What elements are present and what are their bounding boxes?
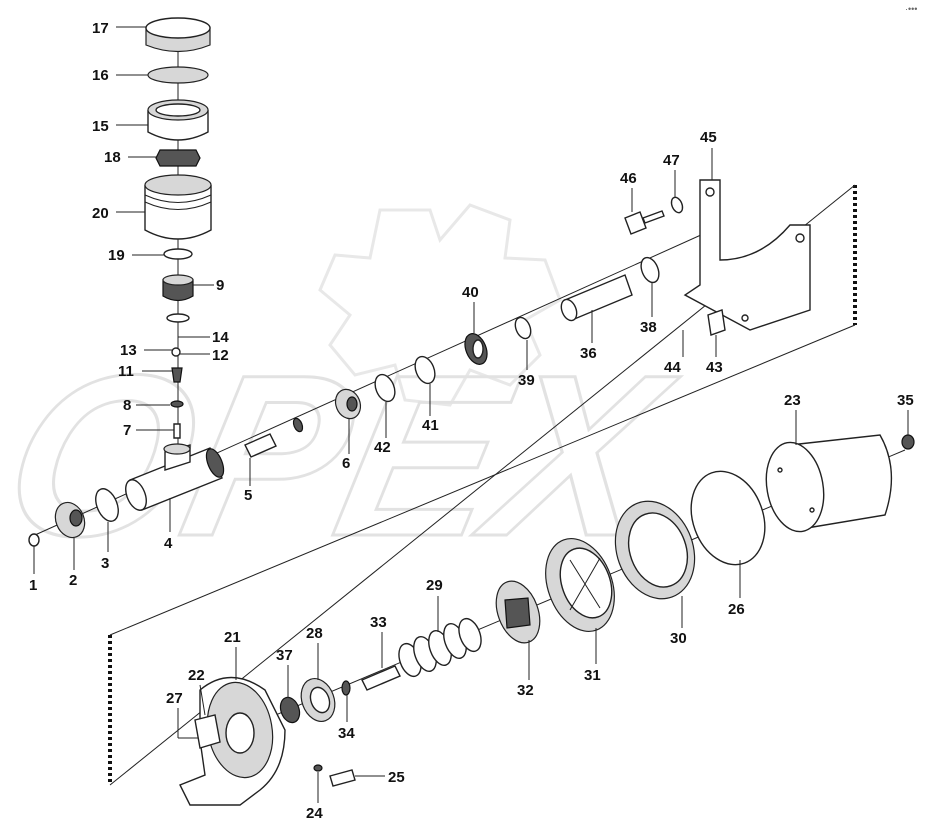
- part-2-cap: [54, 501, 86, 539]
- part-label-25: 25: [388, 769, 405, 786]
- part-25-screw: [329, 769, 356, 787]
- part-label-28: 28: [306, 625, 323, 642]
- part-label-36: 36: [580, 345, 597, 362]
- part-label-4: 4: [164, 535, 173, 552]
- part-32-impeller: [495, 580, 541, 644]
- part-42-ring: [374, 373, 396, 403]
- part-label-45: 45: [700, 129, 717, 146]
- part-label-22: 22: [188, 667, 205, 684]
- part-label-15: 15: [92, 118, 109, 135]
- part-label-26: 26: [728, 601, 745, 618]
- part-41-ring: [414, 355, 436, 385]
- part-34-clip: [341, 680, 351, 696]
- part-38-ring: [640, 256, 660, 284]
- part-45-bracket: [683, 179, 811, 331]
- part-label-24: 24: [306, 805, 323, 822]
- part-24-washer: [313, 764, 323, 772]
- part-label-27: 27: [166, 690, 183, 707]
- part-label-23: 23: [784, 392, 801, 409]
- part-23-cover: [765, 434, 893, 533]
- part-1-plug: [28, 533, 40, 547]
- part-20-filter: [144, 174, 212, 240]
- part-18-nut: [155, 149, 201, 167]
- part-17-cap: [145, 17, 211, 53]
- part-label-38: 38: [640, 319, 657, 336]
- part-8-washer: [170, 400, 184, 408]
- watermark-gear: [318, 203, 562, 407]
- part-label-47: 47: [663, 152, 680, 169]
- part-label-21: 21: [224, 629, 241, 646]
- part-label-32: 32: [517, 682, 534, 699]
- part-label-5: 5: [244, 487, 252, 504]
- part-9-fitting: [162, 274, 194, 302]
- part-label-17: 17: [92, 20, 109, 37]
- part-30-seal: [614, 500, 696, 600]
- part-label-34: 34: [338, 725, 355, 742]
- part-label-14: 14: [212, 329, 229, 346]
- part-12-ball: [171, 347, 181, 357]
- part-5-tube: [244, 433, 277, 458]
- part-46-bolt: [624, 210, 665, 235]
- part-47-washer: [670, 196, 684, 214]
- part-26-oring: [690, 470, 766, 566]
- part-label-44: 44: [664, 359, 681, 376]
- part-4-body: [125, 443, 225, 511]
- part-label-35: 35: [897, 392, 914, 409]
- part-label-8: 8: [123, 397, 131, 414]
- filter-stack: [144, 17, 212, 439]
- part-43-clip: [707, 309, 726, 336]
- part-16-plate: [147, 66, 209, 84]
- part-33-shaft: [361, 665, 401, 691]
- part-15-ring: [147, 99, 209, 141]
- part-35-screw: [901, 434, 915, 450]
- part-29-spring: [398, 617, 482, 678]
- part-label-20: 20: [92, 205, 109, 222]
- part-label-41: 41: [422, 417, 439, 434]
- part-label-12: 12: [212, 347, 229, 364]
- motor-group: [178, 434, 915, 806]
- part-label-16: 16: [92, 67, 109, 84]
- part-36-sleeve: [560, 274, 633, 322]
- corner-mark: ·•••: [905, 4, 917, 14]
- part-label-2: 2: [69, 572, 77, 589]
- part-label-6: 6: [342, 455, 350, 472]
- part-label-29: 29: [426, 577, 443, 594]
- part-label-7: 7: [123, 422, 131, 439]
- part-label-42: 42: [374, 439, 391, 456]
- part-label-31: 31: [584, 667, 601, 684]
- part-7-pin: [173, 423, 181, 439]
- part-label-39: 39: [518, 372, 535, 389]
- part-3-oring: [95, 488, 119, 522]
- part-28-seal: [300, 678, 336, 722]
- part-washer-small: [292, 417, 304, 433]
- part-label-13: 13: [120, 342, 137, 359]
- part-6-bushing: [334, 388, 362, 420]
- pump-housing-group: [28, 256, 660, 547]
- part-label-43: 43: [706, 359, 723, 376]
- part-label-9: 9: [216, 277, 224, 294]
- part-label-33: 33: [370, 614, 387, 631]
- part-label-19: 19: [108, 247, 125, 264]
- part-label-11: 11: [118, 363, 134, 380]
- part-21-housing: [179, 676, 286, 806]
- part-label-3: 3: [101, 555, 109, 572]
- part-39-ring: [514, 316, 532, 340]
- part-label-46: 46: [620, 170, 637, 187]
- part-19-oring: [163, 248, 193, 260]
- part-label-1: 1: [29, 577, 37, 594]
- part-9-oring: [166, 313, 190, 323]
- frame-upper-diagonal: [109, 324, 856, 636]
- part-label-18: 18: [104, 149, 121, 166]
- part-label-30: 30: [670, 630, 687, 647]
- part-label-40: 40: [462, 284, 479, 301]
- part-labels: 17 16 15 18 20 19 9 14 13 12 11 8 7 5 6 …: [29, 20, 914, 822]
- part-11-valve: [171, 367, 183, 383]
- part-label-37: 37: [276, 647, 293, 664]
- part-37-ring: [279, 696, 301, 724]
